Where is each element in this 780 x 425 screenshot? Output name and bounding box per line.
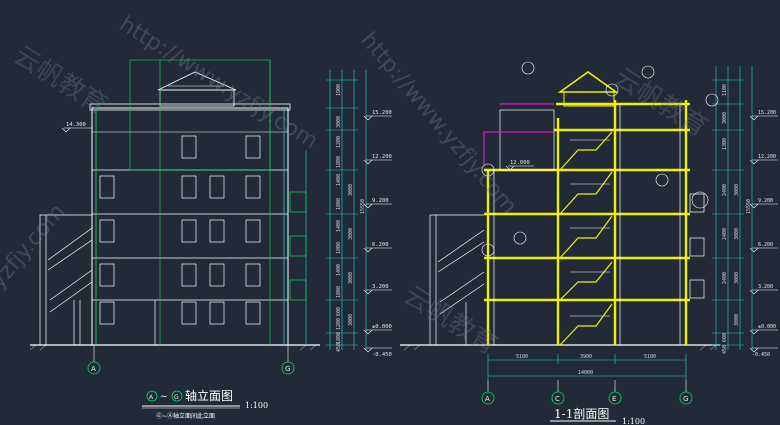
left-dim-label: 3000 xyxy=(348,228,354,240)
right-dim-label: 2400 xyxy=(722,184,728,196)
watermark-text: http://www.yzfjy.com xyxy=(355,28,521,219)
left-level-label: 3.200 xyxy=(372,284,389,290)
left-dim-label: 1400 xyxy=(336,174,342,186)
watermark-text: 云帆教育 xyxy=(398,280,502,361)
left-dim-label: 1800 xyxy=(336,286,342,298)
left-level-labels: 14.300 15.200 12.200 9.200 6.200 3.200 ±… xyxy=(66,110,392,358)
left-level-label: 6.200 xyxy=(372,242,389,248)
right-dim-label: 450 xyxy=(722,345,728,354)
watermark-text: yzfjy.com xyxy=(0,199,70,293)
right-axis-labels: A C E G xyxy=(485,395,688,403)
right-level-label: ±0.000 xyxy=(758,324,776,330)
left-drawing-title: 轴立面图 xyxy=(185,388,233,403)
right-axis-label: E xyxy=(612,395,616,403)
right-dim-label: 3000 xyxy=(722,112,728,124)
left-elevation-drawing xyxy=(29,59,392,375)
right-dim-label: 3000 xyxy=(734,228,740,240)
left-dim-label: 1200 xyxy=(336,318,342,330)
right-title-block: 1-1剖面图 1:100 xyxy=(550,407,645,425)
left-dim-label: 1800 xyxy=(336,198,342,210)
right-level-labels: 15.200 12.200 12.000 9.200 6.200 3.200 ±… xyxy=(510,110,776,358)
left-drawing-scale: 1:100 xyxy=(245,401,268,410)
left-dim-label: 1800 xyxy=(336,156,342,168)
right-bottom-dim: 5100 xyxy=(644,354,656,360)
left-dim-label: 15550 xyxy=(360,199,366,214)
right-dim-label: 600 xyxy=(722,333,728,342)
left-dim-label: 600 xyxy=(336,307,342,316)
left-dim-label: 1400 xyxy=(336,264,342,276)
watermarks: http://www.yzfjy.com 云帆教育 云帆教育 http://ww… xyxy=(0,12,712,361)
right-dim-label: 2400 xyxy=(722,272,728,284)
left-title-tilde: ~ xyxy=(160,392,168,402)
right-dimension-labels: 1100 3000 1300 3000 2400 3000 2400 3000 … xyxy=(722,84,752,354)
left-axis-label-start: A xyxy=(91,365,96,373)
right-level-label: 6.200 xyxy=(758,242,773,248)
left-dim-label: 450 xyxy=(336,343,342,352)
right-bottom-dim: 14000 xyxy=(578,370,593,376)
left-drawing-subtitle: Ⓖ~Ⓐ轴立面间此立面 xyxy=(156,412,215,420)
left-dim-label: 1200 xyxy=(336,136,342,148)
right-drawing-title: 1-1剖面图 xyxy=(554,407,609,421)
right-dim-label: 3000 xyxy=(734,314,740,326)
right-dim-label: 1300 xyxy=(722,138,728,150)
right-axis-label: G xyxy=(683,395,688,403)
right-level-label: 9.200 xyxy=(758,198,773,204)
right-axis-label: A xyxy=(485,395,490,403)
left-title-block: A ~ G 轴立面图 1:100 Ⓖ~Ⓐ轴立面间此立面 xyxy=(142,388,268,420)
right-level-label: -0.450 xyxy=(752,352,770,358)
right-dim-label: 15550 xyxy=(746,199,752,214)
left-title-axis-to: G xyxy=(174,394,179,401)
right-drawing-scale: 1:100 xyxy=(622,417,645,425)
left-dim-label: 1900 xyxy=(336,84,342,96)
left-axis-label-end: G xyxy=(285,365,290,373)
right-bottom-dims: 5100 3900 5100 14000 xyxy=(516,354,656,376)
right-bottom-dim: 3900 xyxy=(580,354,592,360)
right-level-label: 12.200 xyxy=(758,154,776,160)
left-level-label: -0.450 xyxy=(372,352,392,358)
left-dim-label: 3000 xyxy=(348,272,354,284)
left-level-label: 15.200 xyxy=(372,110,392,116)
right-dim-label: 1100 xyxy=(722,84,728,96)
left-dim-label: 3000 xyxy=(348,184,354,196)
right-bottom-dim: 5100 xyxy=(516,354,528,360)
left-dim-label: 1800 xyxy=(336,242,342,254)
left-level-label: 12.200 xyxy=(372,154,392,160)
left-dim-label: 1800 xyxy=(336,332,342,344)
right-section-drawing xyxy=(400,61,778,405)
left-level-label: 9.200 xyxy=(372,198,389,204)
left-level-label: 14.300 xyxy=(66,122,86,128)
left-title-axis-from: A xyxy=(149,394,154,401)
watermark-text: http://www.yzfjy.com xyxy=(115,12,322,154)
left-dim-label: 3000 xyxy=(348,314,354,326)
right-dim-label: 2400 xyxy=(722,228,728,240)
right-dim-label: 3000 xyxy=(734,272,740,284)
left-dim-label: 1400 xyxy=(336,220,342,232)
watermark-text: 云帆教育 xyxy=(8,40,112,121)
right-level-label: 12.000 xyxy=(510,160,530,166)
left-level-label: ±0.000 xyxy=(372,324,392,330)
right-dim-label: 3000 xyxy=(734,184,740,196)
right-axis-label: C xyxy=(555,395,560,403)
right-level-label: 15.200 xyxy=(758,110,776,116)
left-dimension-labels: 1900 3000 1200 1800 3000 1400 1800 3000 … xyxy=(336,84,366,352)
left-dim-label: 3000 xyxy=(336,116,342,128)
right-level-label: 3.200 xyxy=(758,284,773,290)
